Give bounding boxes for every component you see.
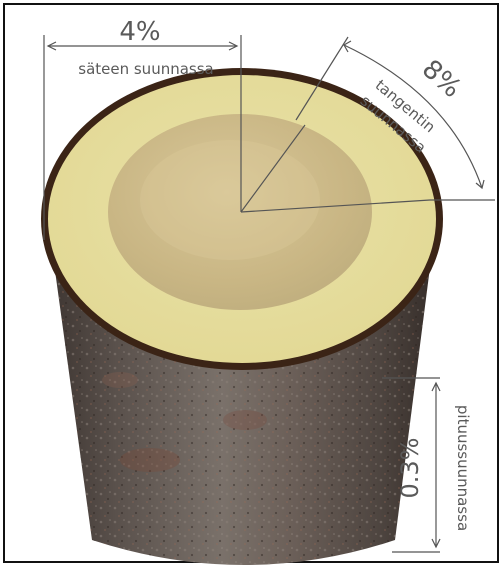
radial-label: säteen suunnassa — [78, 60, 213, 78]
tangential-value: 8% — [416, 54, 467, 104]
longitudinal-value: 0.3% — [396, 438, 424, 499]
longitudinal-label: pituussuunnassa — [454, 405, 472, 531]
radial-value: 4% — [119, 17, 160, 47]
